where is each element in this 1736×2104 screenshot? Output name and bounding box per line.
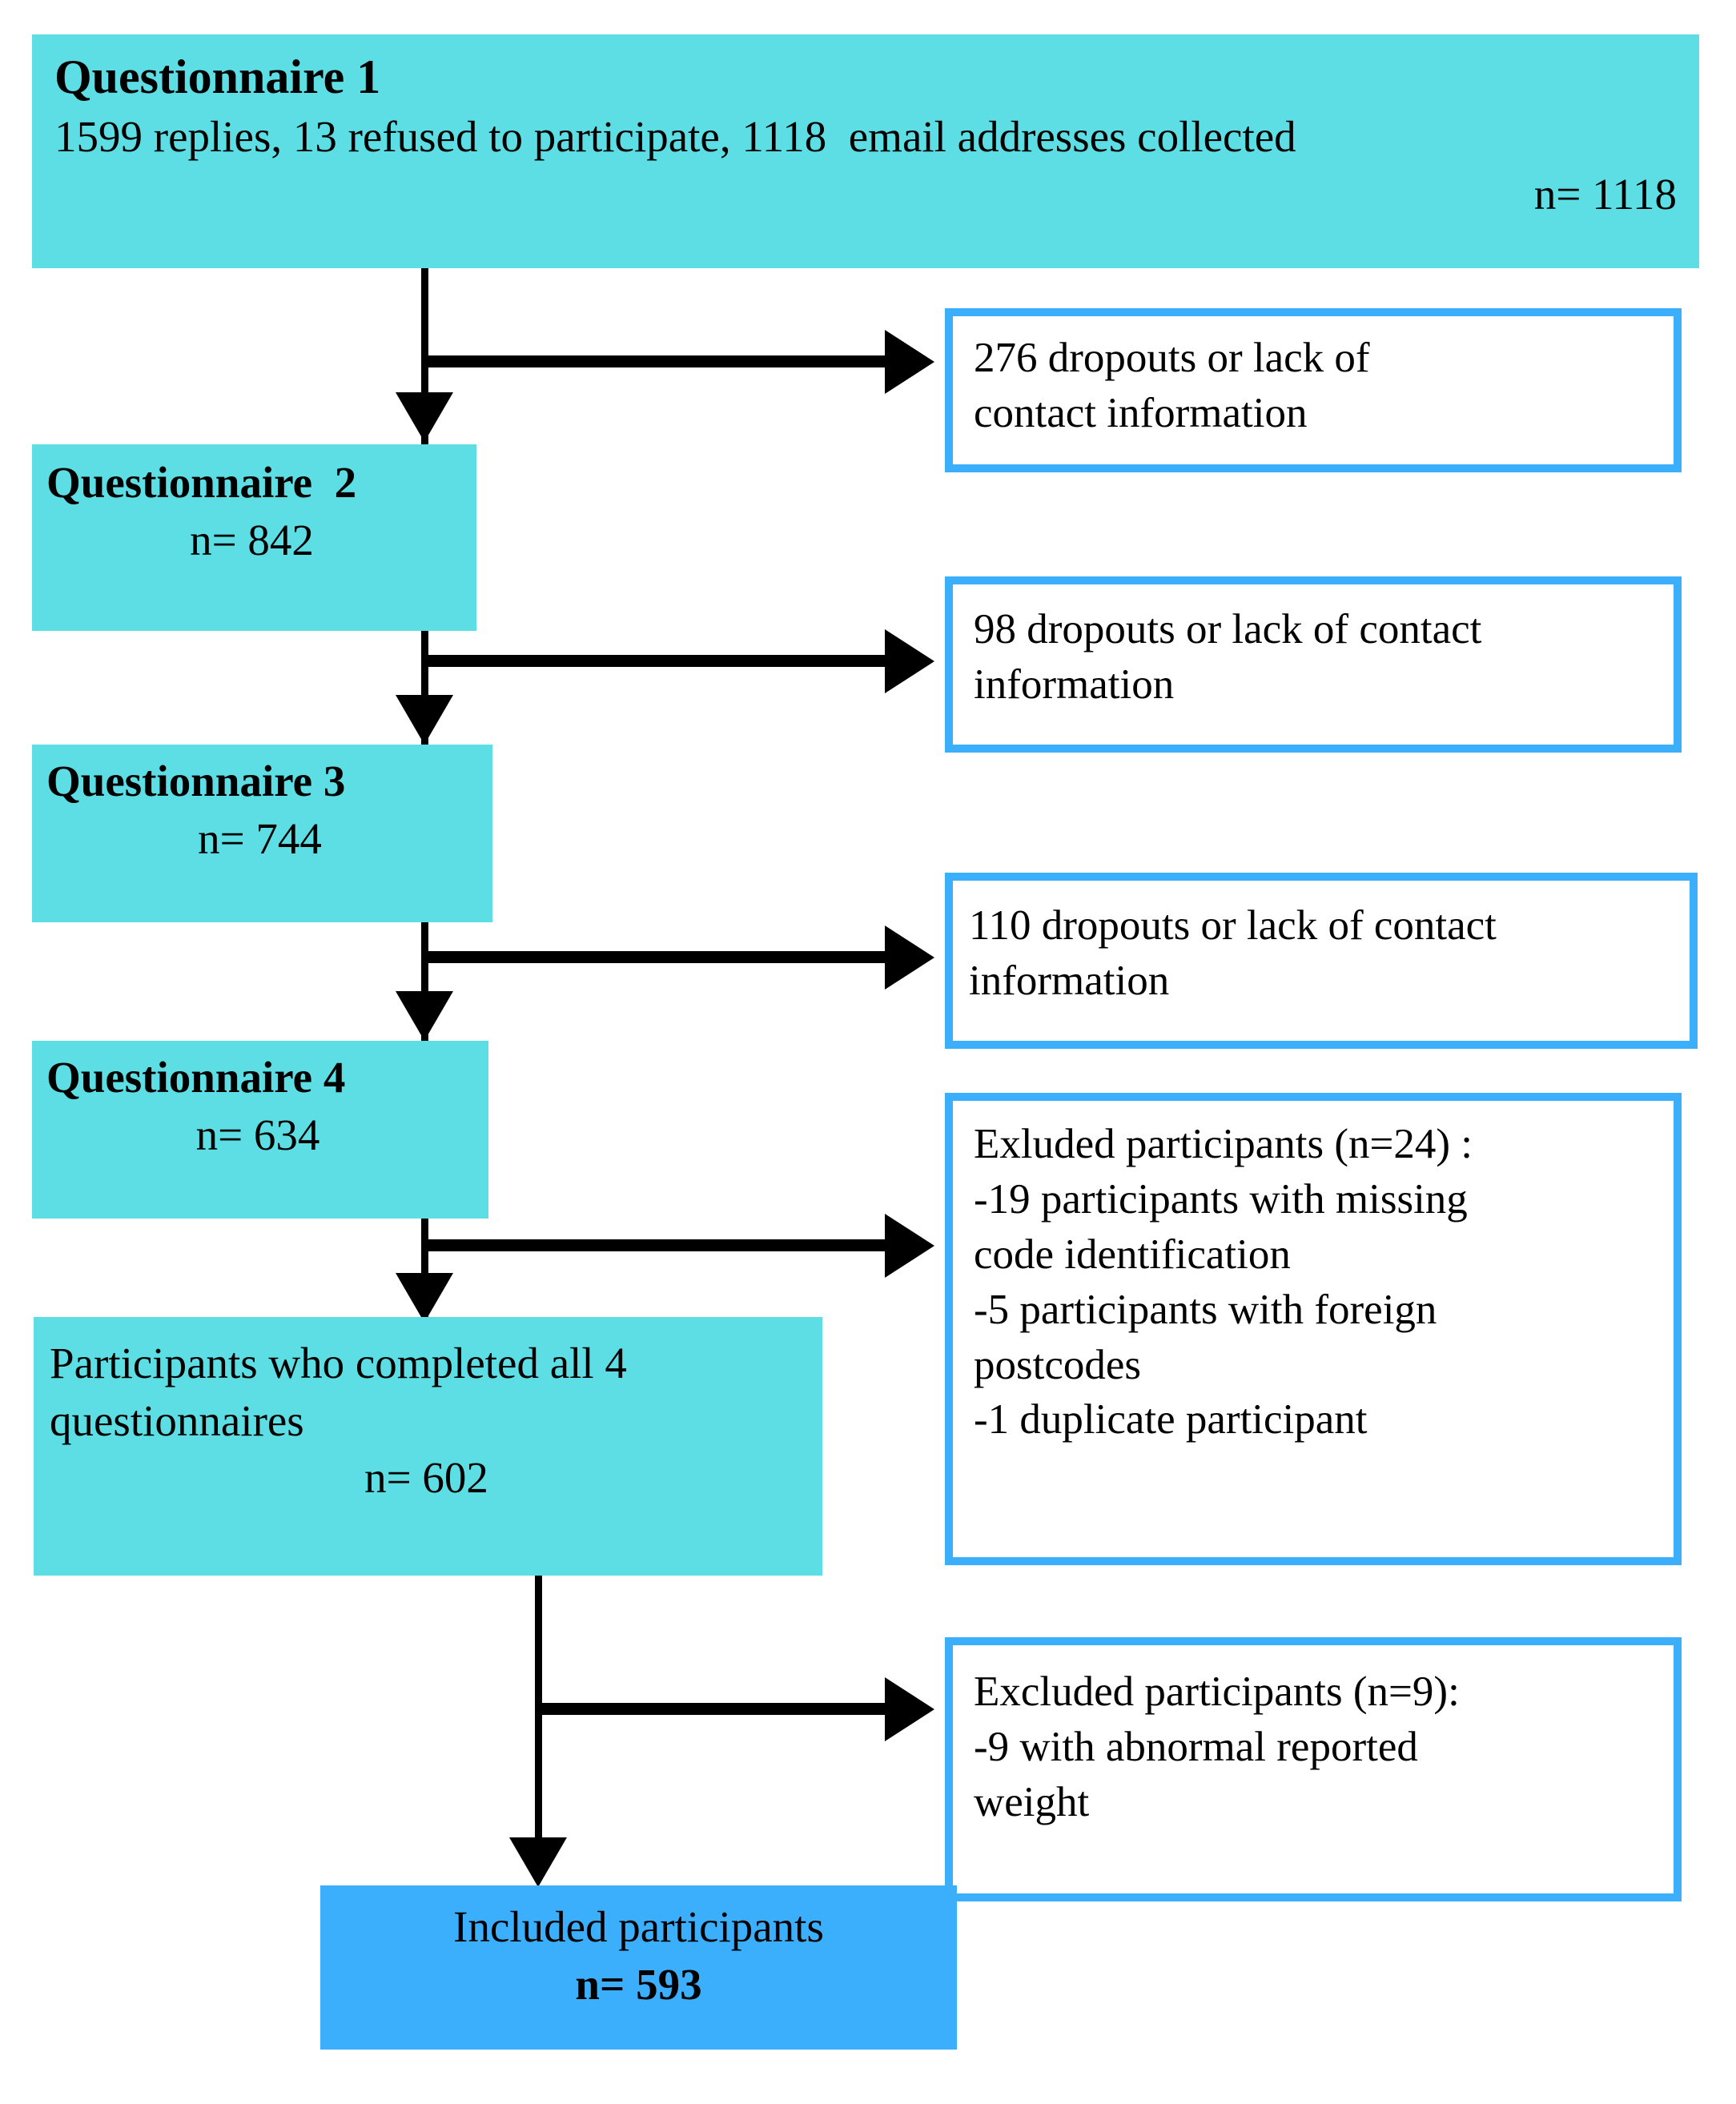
callout-box-excluded-24: Exluded participants (n=24) : -19 partic… xyxy=(945,1093,1682,1565)
connector-arrowhead-q4-completed xyxy=(396,1273,453,1323)
connector-arrowhead-q2-q3 xyxy=(396,695,453,745)
connector-vline-q3-q4 xyxy=(421,922,428,1046)
callout-box-excluded-9: Excluded participants (n=9): -9 with abn… xyxy=(945,1637,1682,1901)
callout-line: -1 duplicate participant xyxy=(974,1396,1368,1443)
stage-box-questionnaire-1: Questionnaire 1 1599 replies, 13 refused… xyxy=(32,34,1699,268)
connector-hline-to-excluded-9 xyxy=(539,1703,890,1715)
callout-line: -19 participants with missing xyxy=(974,1175,1468,1223)
stage-count-questionnaire-1: n= 1118 xyxy=(1533,169,1677,219)
callout-box-dropouts-2: 98 dropouts or lack of contact informati… xyxy=(945,576,1682,753)
callout-line: weight xyxy=(974,1778,1090,1825)
connector-hline-to-dropouts-3 xyxy=(425,951,890,963)
connector-arrowhead-dropouts-3 xyxy=(885,926,934,990)
connector-arrowhead-q1-q2 xyxy=(396,392,453,442)
callout-line: information xyxy=(974,661,1175,708)
callout-line: 98 dropouts or lack of contact xyxy=(974,606,1482,652)
callout-line: code identification xyxy=(974,1231,1291,1278)
callout-line: postcodes xyxy=(974,1341,1142,1388)
connector-vline-completed-included xyxy=(535,1576,542,1852)
stage-count-questionnaire-2: n= 842 xyxy=(190,515,314,564)
stage-heading2-completed-all-four: questionnaires xyxy=(50,1395,304,1445)
connector-vline-q1-q2 xyxy=(421,268,428,452)
stage-detail-questionnaire-1: 1599 replies, 13 refused to participate,… xyxy=(54,112,1296,161)
stage-heading-completed-all-four: Participants who completed all 4 xyxy=(50,1339,627,1387)
callout-line: contact information xyxy=(974,389,1308,436)
connector-vline-q2-q3 xyxy=(421,631,428,751)
stage-box-questionnaire-3: Questionnaire 3 n= 744 xyxy=(32,745,492,922)
stage-count-questionnaire-4: n= 634 xyxy=(195,1110,320,1159)
connector-hline-to-excluded-24 xyxy=(425,1239,890,1251)
callout-line: -5 participants with foreign xyxy=(974,1286,1437,1333)
stage-box-questionnaire-4: Questionnaire 4 n= 634 xyxy=(32,1041,488,1219)
stage-heading-included-participants: Included participants xyxy=(453,1902,824,1951)
stage-box-included-participants: Included participants n= 593 xyxy=(320,1885,957,2050)
connector-arrowhead-excluded-9 xyxy=(885,1677,934,1741)
callout-line: -9 with abnormal reported xyxy=(974,1723,1418,1770)
callout-line: Excluded participants (n=9): xyxy=(974,1668,1460,1715)
connector-arrowhead-completed-included xyxy=(509,1837,567,1887)
connector-hline-to-dropouts-1 xyxy=(425,355,890,367)
connector-arrowhead-dropouts-1 xyxy=(885,330,934,394)
callout-line: Exluded participants (n=24) : xyxy=(974,1121,1473,1167)
stage-box-completed-all-four: Participants who completed all 4 questio… xyxy=(34,1317,822,1576)
callout-line: 110 dropouts or lack of contact xyxy=(969,902,1497,949)
stage-heading-questionnaire-1: Questionnaire 1 xyxy=(54,50,381,103)
stage-heading-questionnaire-4: Questionnaire 4 xyxy=(46,1053,346,1102)
stage-count-included-participants: n= 593 xyxy=(575,1959,702,2009)
stage-heading-questionnaire-3: Questionnaire 3 xyxy=(46,757,346,805)
connector-arrowhead-excluded-24 xyxy=(885,1214,934,1278)
stage-heading-questionnaire-2: Questionnaire 2 xyxy=(46,458,357,507)
callout-line: 276 dropouts or lack of xyxy=(974,335,1370,381)
connector-arrowhead-dropouts-2 xyxy=(885,629,934,693)
stage-box-questionnaire-2: Questionnaire 2 n= 842 xyxy=(32,444,476,631)
callout-line: information xyxy=(969,957,1170,1004)
connector-arrowhead-q3-q4 xyxy=(396,991,453,1041)
callout-box-dropouts-1: 276 dropouts or lack of contact informat… xyxy=(945,308,1682,472)
callout-box-dropouts-3: 110 dropouts or lack of contact informat… xyxy=(945,873,1698,1049)
stage-count-completed-all-four: n= 602 xyxy=(364,1453,488,1502)
stage-count-questionnaire-3: n= 744 xyxy=(198,813,322,863)
connector-hline-to-dropouts-2 xyxy=(425,655,890,667)
